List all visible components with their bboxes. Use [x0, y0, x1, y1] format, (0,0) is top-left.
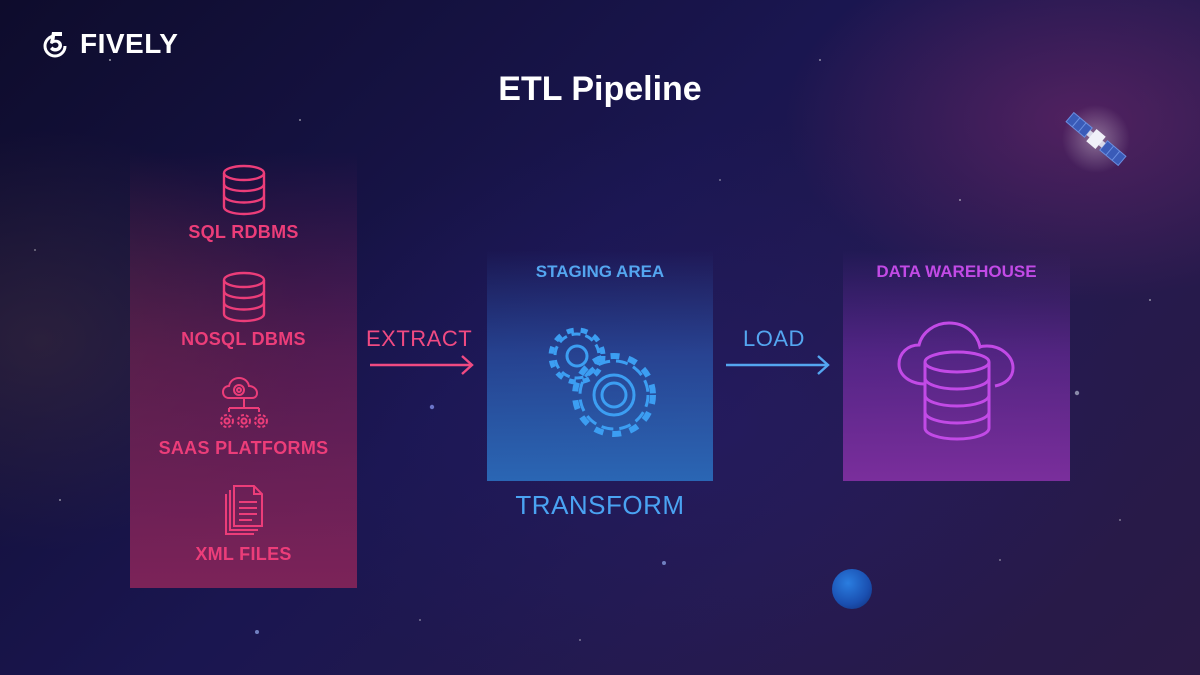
staging-area-title: STAGING AREA [535, 262, 665, 281]
load-arrow [726, 355, 830, 375]
staging-area-panel[interactable]: STAGING AREA [487, 250, 713, 481]
data-warehouse-panel[interactable]: DATA WAREHOUSE [843, 250, 1070, 481]
source-label: NOSQL DBMS [181, 329, 306, 349]
brand-logo[interactable]: FIVELY [40, 28, 178, 60]
data-warehouse-title: DATA WAREHOUSE [876, 262, 1037, 281]
source-label: XML FILES [195, 544, 292, 564]
source-xml-files[interactable]: XML FILES [130, 484, 357, 565]
source-sql-rdbms[interactable]: SQL RDBMS [130, 164, 357, 243]
load-label: LOAD [743, 326, 805, 351]
transform-label: TRANSFORM [515, 490, 685, 520]
extract-arrow [370, 355, 474, 375]
fively-logo-icon [43, 32, 67, 58]
sources-panel: SQL RDBMS NOSQL DBMS [130, 152, 357, 588]
page-title: ETL Pipeline [498, 70, 702, 108]
source-nosql-dbms[interactable]: NOSQL DBMS [130, 271, 357, 350]
planet-decoration [832, 569, 872, 609]
source-label: SQL RDBMS [188, 222, 299, 242]
documents-icon [224, 485, 263, 535]
source-label: SAAS PLATFORMS [158, 438, 329, 458]
brand-name: FIVELY [80, 28, 179, 59]
database-icon [222, 271, 265, 323]
cloud-gears-icon [219, 376, 268, 428]
cloud-database-icon [897, 321, 1015, 441]
gears-icon [548, 327, 656, 437]
extract-label: EXTRACT [366, 326, 473, 351]
source-saas-platforms[interactable]: SAAS PLATFORMS [130, 376, 357, 459]
satellite-icon [1062, 105, 1130, 173]
database-icon [222, 164, 265, 216]
